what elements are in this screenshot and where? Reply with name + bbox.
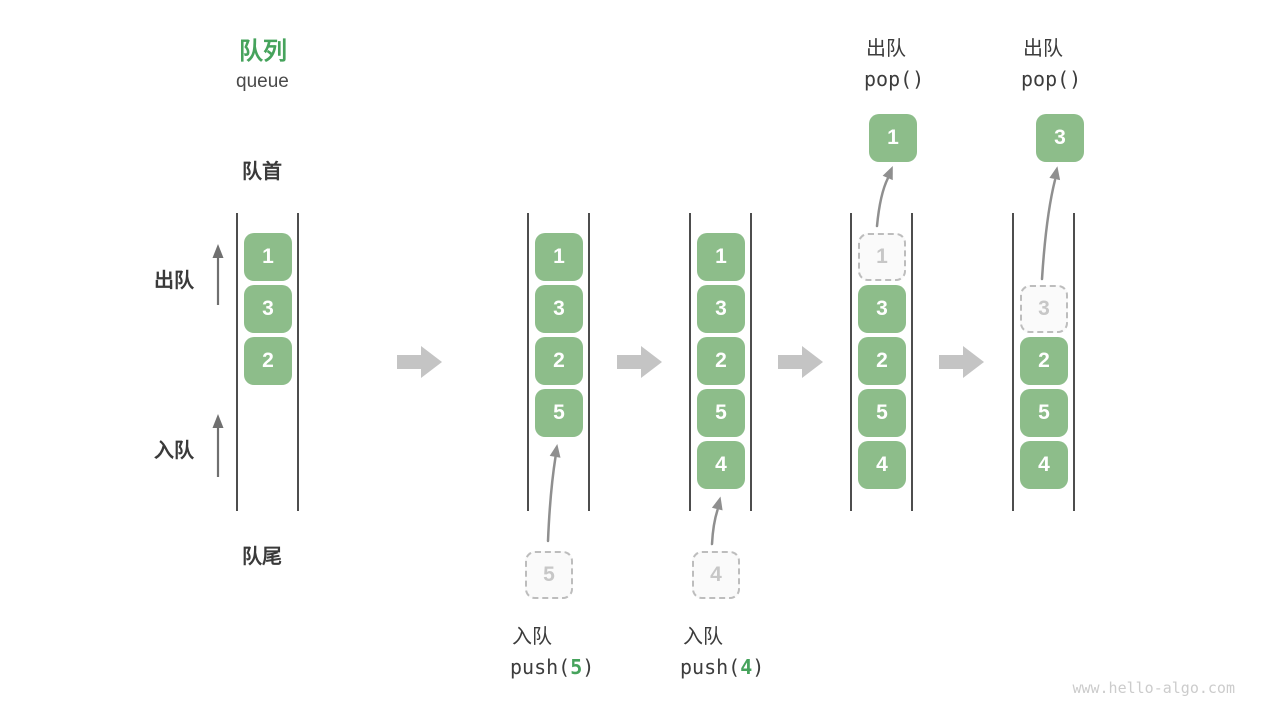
queue-rail: [1012, 213, 1014, 511]
queue-rail: [297, 213, 299, 511]
queue-cell: 3: [697, 285, 745, 333]
dequeue-up-arrow-icon: [212, 244, 224, 305]
pop-arrow-icon: [1040, 166, 1061, 281]
diagram-title-zh: 队列: [239, 38, 287, 65]
queue-cell: 3: [535, 285, 583, 333]
queue-cell: 5: [535, 389, 583, 437]
queue-rail: [588, 213, 590, 511]
dequeue-side-label: 出队: [154, 270, 194, 292]
queue-cell: 3: [244, 285, 292, 333]
dequeue-op-label: 出队: [866, 38, 906, 60]
push-call-label: push(4): [680, 655, 764, 679]
queue-cell: 1: [535, 233, 583, 281]
flow-arrow-icon: [939, 346, 984, 378]
push-fn-pre: push(: [510, 655, 571, 679]
flow-arrow-icon: [397, 346, 442, 378]
push-call-label: push(5): [510, 655, 594, 679]
ghost-removed-cell: 3: [1020, 285, 1068, 333]
push-arg: 5: [570, 655, 583, 679]
staged-value-cell: 4: [692, 551, 740, 599]
queue-rail: [236, 213, 238, 511]
queue-cell: 4: [697, 441, 745, 489]
queue-cell: 3: [858, 285, 906, 333]
queue-rail: [527, 213, 529, 511]
enqueue-op-label: 入队: [683, 626, 723, 648]
queue-rail: [750, 213, 752, 511]
enqueue-side-label: 入队: [154, 440, 194, 462]
flow-arrow-icon: [778, 346, 823, 378]
flow-arrow-icon: [617, 346, 662, 378]
popped-value-cell: 3: [1036, 114, 1084, 162]
queue-cell: 5: [697, 389, 745, 437]
diagram-title-en: queue: [236, 71, 289, 92]
dequeue-op-label: 出队: [1023, 38, 1063, 60]
queue-rail: [911, 213, 913, 511]
pop-call-label: pop(): [864, 67, 925, 91]
queue-cell: 2: [244, 337, 292, 385]
enqueue-op-label: 入队: [512, 626, 552, 648]
staged-value-cell: 5: [525, 551, 573, 599]
queue-cell: 2: [1020, 337, 1068, 385]
push-fn-post: ): [752, 655, 765, 679]
queue-cell: 2: [858, 337, 906, 385]
queue-rear-label: 队尾: [242, 546, 282, 568]
queue-cell: 1: [697, 233, 745, 281]
push-arrow-icon: [546, 444, 561, 543]
watermark: www.hello-algo.com: [1072, 679, 1235, 697]
queue-rail: [850, 213, 852, 511]
popped-value-cell: 1: [869, 114, 917, 162]
push-fn-post: ): [582, 655, 595, 679]
queue-front-label: 队首: [242, 161, 282, 183]
queue-rail: [689, 213, 691, 511]
pop-call-label: pop(): [1021, 67, 1082, 91]
queue-rail: [1073, 213, 1075, 511]
enqueue-up-arrow-icon: [212, 414, 224, 477]
push-fn-pre: push(: [680, 655, 741, 679]
queue-cell: 5: [1020, 389, 1068, 437]
queue-cell: 4: [1020, 441, 1068, 489]
ghost-removed-cell: 1: [858, 233, 906, 281]
queue-cell: 5: [858, 389, 906, 437]
queue-cell: 4: [858, 441, 906, 489]
pop-arrow-icon: [875, 166, 893, 228]
push-arrow-icon: [710, 496, 723, 546]
queue-cell: 2: [697, 337, 745, 385]
queue-cell: 2: [535, 337, 583, 385]
queue-cell: 1: [244, 233, 292, 281]
push-arg: 4: [740, 655, 753, 679]
